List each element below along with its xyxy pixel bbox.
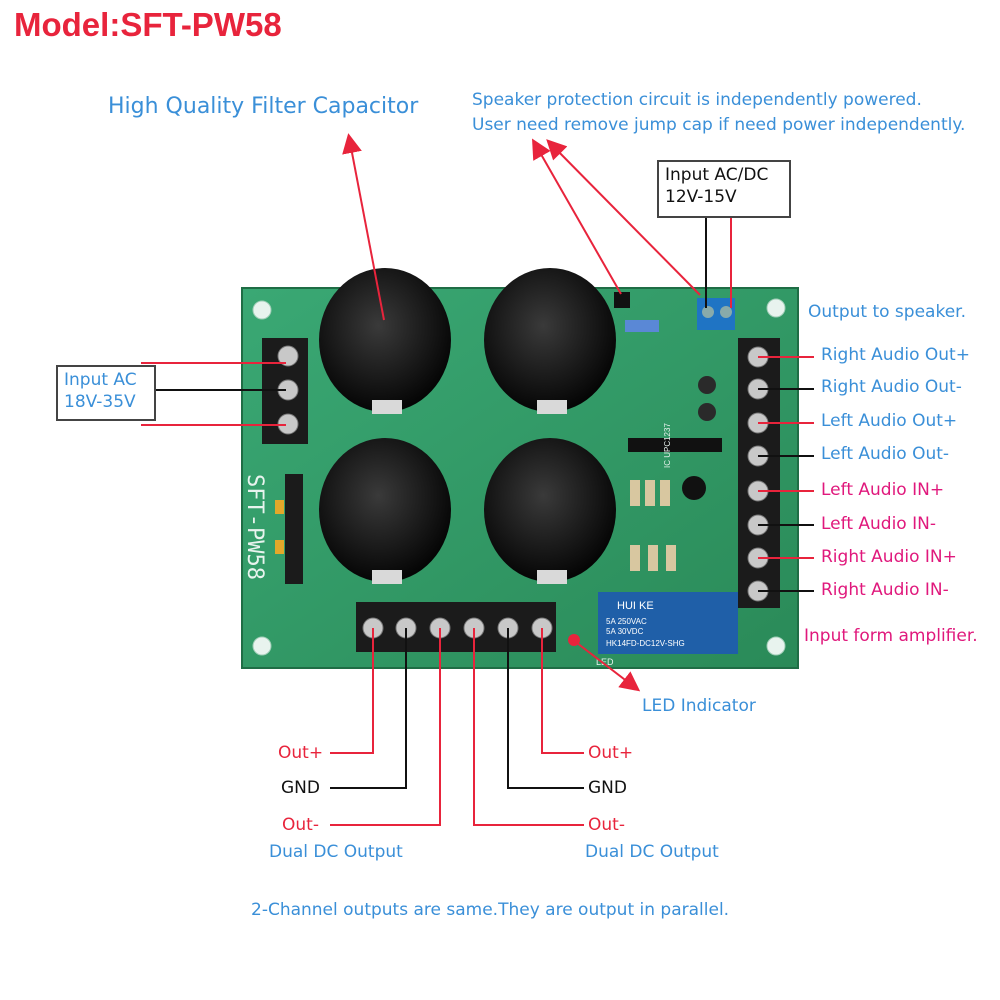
terminal-label-left-in-minus: Left Audio IN- (821, 514, 936, 534)
output-to-speaker-label: Output to speaker. (808, 302, 966, 322)
input-acdc-voltage: 12V-15V (665, 187, 737, 207)
jumper-cap (614, 292, 630, 308)
left-out-minus-label: Out- (282, 815, 319, 835)
relay-rating-1: 5A 250VAC (606, 617, 647, 626)
relay-model: HK14FD-DC12V-SHG (606, 639, 685, 648)
protection-note-line1: Speaker protection circuit is independen… (472, 90, 922, 110)
input-acdc-label: Input AC/DC (665, 165, 769, 185)
rectifier-bridge (285, 474, 303, 584)
relay: HUI KE 5A 250VAC 5A 30VDC HK14FD-DC12V-S… (598, 592, 738, 654)
terminal-label-right-out-minus: Right Audio Out- (821, 377, 962, 397)
right-dual-dc-output-caption: Dual DC Output (585, 842, 719, 862)
right-out-minus-label: Out- (588, 815, 625, 835)
input-ac-label: Input AC (64, 370, 137, 390)
filter-capacitors (319, 268, 616, 584)
dc-output-terminal-block (356, 602, 556, 652)
right-out-plus-label: Out+ (588, 743, 634, 763)
right-gnd-label: GND (588, 778, 627, 798)
ic-silk: IC UPC1237 (663, 423, 672, 468)
led-indicator-label: LED Indicator (642, 696, 756, 716)
led-silk: LED (596, 657, 614, 667)
terminal-label-right-out-plus: Right Audio Out+ (821, 345, 970, 365)
protection-note-line2: User need remove jump cap if need power … (472, 115, 966, 135)
terminal-label-left-out-minus: Left Audio Out- (821, 444, 950, 464)
board-silk-name: SFT-PW58 (242, 474, 267, 580)
ic-chip (628, 438, 722, 452)
input-from-amplifier-label: Input form amplifier. (804, 626, 978, 646)
filter-capacitor-label: High Quality Filter Capacitor (108, 94, 419, 119)
input-ac-box: Input AC 18V-35V (56, 365, 156, 421)
relay-brand: HUI KE (617, 600, 654, 612)
input-acdc-box: Input AC/DC 12V-15V (657, 160, 791, 218)
relay-rating-2: 5A 30VDC (606, 627, 644, 636)
terminal-label-right-in-plus: Right Audio IN+ (821, 547, 957, 567)
resistor (625, 320, 659, 332)
parallel-output-note: 2-Channel outputs are same.They are outp… (251, 900, 730, 920)
terminal-label-left-out-plus: Left Audio Out+ (821, 411, 958, 431)
page-title: Model:SFT-PW58 (14, 6, 282, 43)
left-gnd-label: GND (281, 778, 320, 798)
terminal-label-left-in-plus: Left Audio IN+ (821, 480, 945, 500)
left-out-plus-label: Out+ (278, 743, 324, 763)
left-dual-dc-output-caption: Dual DC Output (269, 842, 403, 862)
input-ac-voltage: 18V-35V (64, 392, 136, 412)
terminal-label-right-in-minus: Right Audio IN- (821, 580, 949, 600)
speaker-terminal-block (738, 338, 780, 608)
